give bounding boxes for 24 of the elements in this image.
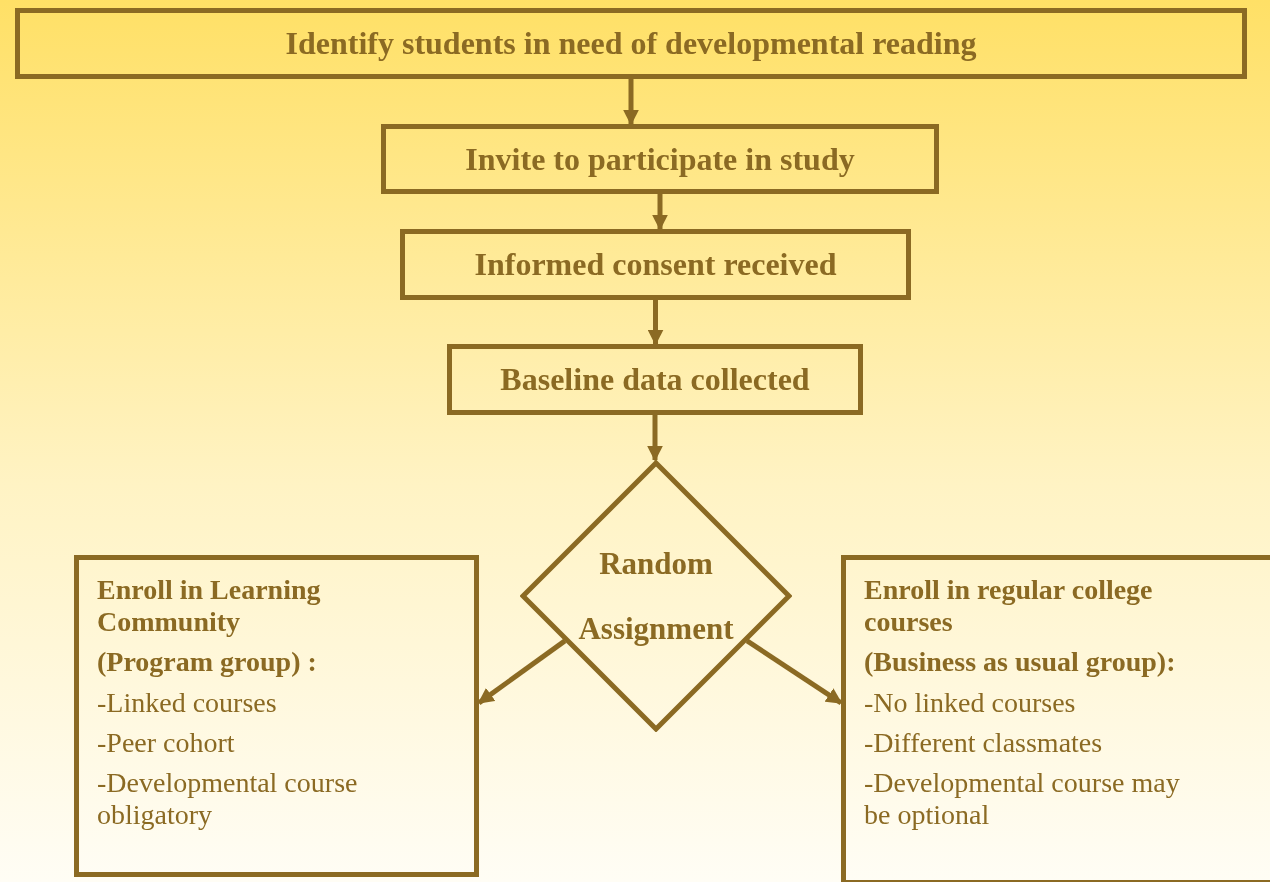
list-item: -Peer cohort [97, 726, 236, 759]
arrow [647, 300, 664, 346]
arrow [647, 415, 663, 462]
list-item: -Developmental course may be optional [864, 766, 1181, 832]
group-heading: (Program group) : [97, 646, 318, 679]
group-heading: Enroll in regular college courses [864, 574, 1154, 639]
process-box: Identify students in need of developmental reading [15, 8, 1247, 79]
process-box: Invite to participate in study [381, 124, 939, 194]
list-item: -Developmental course obligatory [97, 766, 359, 832]
group-heading: (Business as usual group): [864, 646, 1177, 679]
group-box [841, 555, 1270, 882]
arrow [745, 638, 843, 705]
arrow [477, 638, 567, 705]
process-box: Baseline data collected [447, 344, 863, 415]
group-box [74, 555, 479, 877]
arrow [623, 79, 639, 126]
list-item: -Linked courses [97, 686, 278, 719]
decision-diamond [520, 460, 792, 732]
decision-label: Random Assignment [577, 544, 735, 648]
process-box: Informed consent received [400, 229, 911, 300]
list-item: -Different classmates [864, 726, 1104, 759]
arrow [652, 194, 668, 231]
group-heading: Enroll in Learning Community [97, 574, 322, 639]
list-item: -No linked courses [864, 686, 1077, 719]
